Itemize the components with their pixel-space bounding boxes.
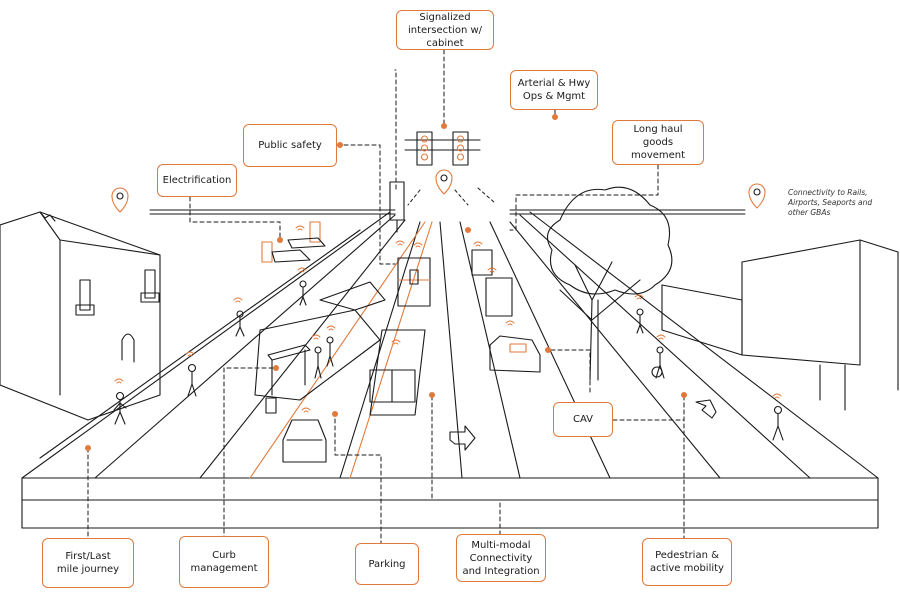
pedestrians [113,280,784,441]
charging-cars [261,221,326,263]
callout-signalized-intersection: Signalized intersection w/ cabinet [396,10,494,50]
bus-shelter [265,344,311,414]
callout-electrification: Electrification [157,164,237,197]
callout-curb-management: Curb management [179,536,269,588]
callout-long-haul-goods: Long haul goods movement [612,120,704,165]
callout-cav: CAV [553,402,613,437]
road-base-slab [21,211,879,529]
location-pin-icon [111,169,766,213]
callout-first-last-mile: First/Last mile journey [42,538,134,588]
traffic-signal [389,131,481,233]
connectivity-note-line3: other GBAs [788,208,831,217]
callout-parking: Parking [355,543,419,585]
right-building [661,239,899,411]
connectivity-note-line2: Airports, Seaports and [788,198,873,207]
wireless-signal-icons [114,225,782,413]
left-building [0,211,161,421]
connectivity-note-line1: Connectivity to Rails, [788,188,868,197]
dedicated-lane-edges [249,221,433,479]
road-arrows [449,399,717,451]
cav-car [489,335,541,373]
connectivity-note: Connectivity to Rails, Airports, Seaport… [788,188,898,218]
anchor-dots [85,114,687,451]
callout-public-safety: Public safety [243,124,337,167]
horizon-highway [149,187,746,215]
curb-island [254,281,386,401]
leader-lines [87,49,685,546]
callout-arterial-hwy-ops: Arterial & Hwy Ops & Mgmt [510,70,598,110]
tree [546,186,673,381]
trucks [409,249,513,317]
lane-lines [39,214,811,479]
tram [397,257,431,307]
callout-pedestrian-active: Pedestrian & active mobility [642,538,732,586]
callout-multimodal: Multi-modal Connectivity and Integration [456,534,546,582]
bus [369,329,426,416]
parked-car [282,419,327,463]
